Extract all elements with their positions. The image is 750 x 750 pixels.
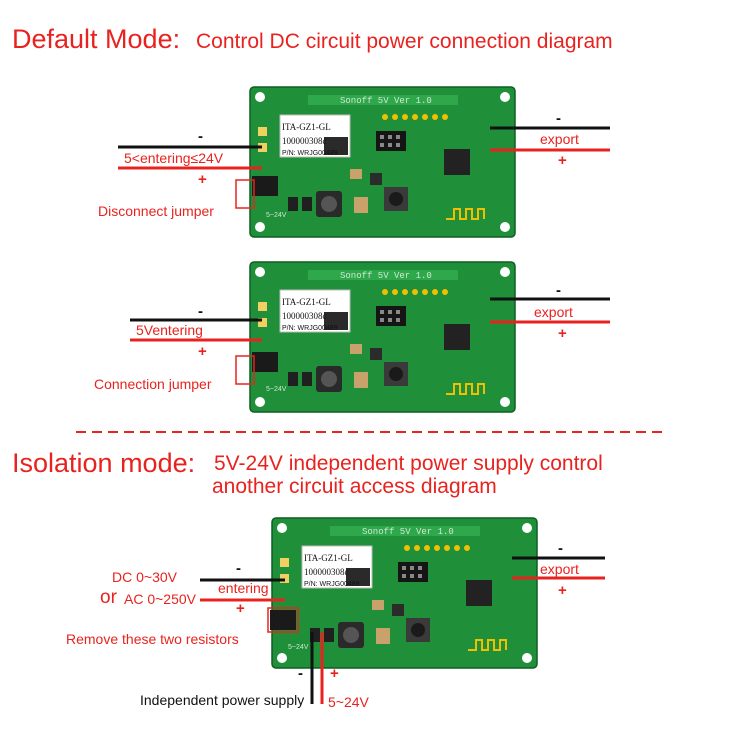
default-mode-title: Default Mode: [12,24,181,54]
pcb-board-default-disconnect [249,86,516,238]
board1-chip-line1: ITA-GZ1-GL [282,122,331,132]
d3-or-label: or [100,587,117,608]
isolation-mode-title: Isolation mode: [12,448,196,478]
d3-supply-minus: - [298,665,303,682]
d2-input-label: 5Ventering [136,322,203,338]
d2-input-minus: - [198,303,203,320]
isolation-subtitle-line1: 5V-24V independent power supply control [214,452,603,475]
d3-dc-label: DC 0~30V [112,569,177,585]
d2-output-plus: + [558,325,567,342]
board1-label: Sonoff 5V Ver 1.0 [340,96,432,106]
board2-chip-line3: P/N: WRJG00489 [282,325,338,332]
board2-chip-line1: ITA-GZ1-GL [282,297,331,307]
d3-output-plus: + [558,582,567,599]
d3-input-minus: - [236,560,241,577]
d3-supply-voltage: 5~24V [328,694,369,710]
d2-jumper-label: Connection jumper [94,376,212,392]
board1-chip-line3: P/N: WRJG00489 [282,150,338,157]
d2-output-label: export [534,304,573,320]
d1-jumper-label: Disconnect jumper [98,203,214,219]
d1-output-label: export [540,131,579,147]
d3-output-minus: - [558,540,563,557]
board3-chip-line1: ITA-GZ1-GL [304,553,353,563]
pcb-board-default-connect [249,261,516,413]
d3-resistor-label: Remove these two resistors [66,631,239,647]
d2-output-minus: - [556,282,561,299]
d1-input-label: 5<entering≤24V [124,150,224,166]
board1-chip-line2: 100000308c [282,136,327,146]
board2-chip-line2: 100000308c [282,311,327,321]
default-mode-subtitle: Control DC circuit power connection diag… [196,30,613,53]
d1-input-minus: - [198,128,203,145]
board3-voltage-mark: 5~24V [288,644,309,651]
board2-voltage-mark: 5~24V [266,386,287,393]
d1-output-minus: - [556,110,561,127]
d3-supply-label: Independent power supply [140,692,305,708]
d3-input-plus: + [236,600,245,617]
board3-chip-line2: 100000308c [304,567,349,577]
d2-input-plus: + [198,343,207,360]
diagram2-wires [130,297,610,385]
d3-supply-plus: + [330,665,339,682]
isolation-subtitle-line2: another circuit access diagram [212,475,497,498]
board1-voltage-mark: 5~24V [266,212,287,219]
board3-label: Sonoff 5V Ver 1.0 [362,527,454,537]
d1-input-plus: + [198,171,207,188]
diagram1-wires [118,126,610,209]
diagram3-wires [200,556,605,704]
board3-chip-line3: P/N: WRJG00489 [304,581,360,588]
board2-label: Sonoff 5V Ver 1.0 [340,271,432,281]
d3-input-label: entering [218,580,269,596]
d3-output-label: export [540,561,579,577]
d1-output-plus: + [558,152,567,169]
d3-ac-label: AC 0~250V [124,591,196,607]
